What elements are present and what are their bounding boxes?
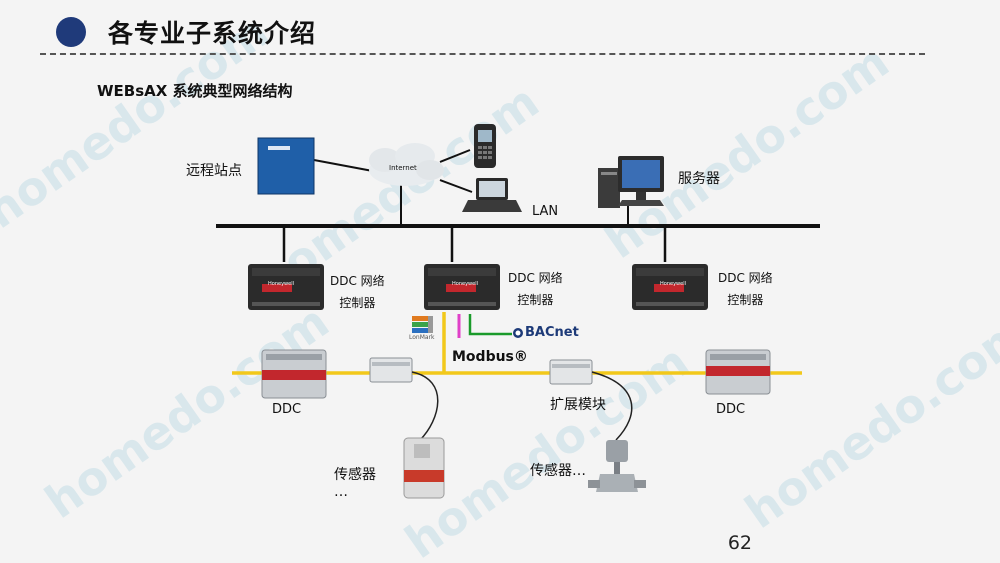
lan-label: LAN xyxy=(532,204,559,219)
brand-center: Honeywell xyxy=(452,281,478,287)
brand-left: Honeywell xyxy=(268,281,294,287)
sensor-right-label: 传感器… xyxy=(530,463,586,479)
ddc-controller-right-icon xyxy=(632,264,708,310)
ddc-controller-left-label: DDC 网络 控制器 xyxy=(330,274,385,310)
expansion-module-left-icon xyxy=(369,357,413,383)
internet-to-phone-line xyxy=(439,149,471,163)
ddc-left-label: DDC xyxy=(272,402,302,417)
lonmark-logo xyxy=(412,316,433,333)
ddc-controller-center-icon xyxy=(424,264,500,310)
ddc-field-left-icon xyxy=(261,349,327,399)
bacnet-logo-icon xyxy=(513,328,523,338)
expansion-module-right-icon xyxy=(549,359,593,385)
server-label: 服务器 xyxy=(678,171,720,187)
actuator-sensor-icon xyxy=(403,437,445,499)
diagram-subtitle: WEBsAX 系统典型网络结构 xyxy=(97,82,293,100)
server-workstation-icon xyxy=(598,156,664,208)
sensor-left-ellipsis: … xyxy=(334,484,348,500)
ddc-field-right-icon xyxy=(705,349,771,395)
bacnet-label: BACnet xyxy=(525,325,579,340)
internet-label: Internet xyxy=(389,164,417,172)
page-number: 62 xyxy=(727,532,752,554)
internet-cloud-icon xyxy=(369,143,444,186)
svg-text:homedo.com: homedo.com xyxy=(595,34,898,269)
sensor-left-label: 传感器 xyxy=(334,467,376,483)
title-bullet xyxy=(56,17,86,47)
valve-sensor-icon xyxy=(588,440,646,492)
remote-site-icon xyxy=(257,137,315,195)
internet-to-laptop-line xyxy=(439,179,473,193)
sensor-wire-right xyxy=(591,371,633,441)
remote-site-label: 远程站点 xyxy=(186,163,242,179)
mobile-phone-icon xyxy=(474,124,496,168)
ddc-right-label: DDC xyxy=(716,402,746,417)
sensor-wire-left xyxy=(411,371,439,441)
bacnet-line xyxy=(468,314,512,336)
remote-to-internet-line xyxy=(313,159,379,173)
page-title: 各专业子系统介绍 xyxy=(108,19,317,48)
ddc-controller-left-icon xyxy=(248,264,324,310)
brand-right: Honeywell xyxy=(660,281,686,287)
title-divider xyxy=(40,53,925,55)
ddc-controller-center-label: DDC 网络 控制器 xyxy=(508,271,563,307)
modbus-label: Modbus® xyxy=(452,349,528,365)
lonmark-label: LonMark xyxy=(409,334,435,341)
laptop-icon xyxy=(462,178,522,212)
expansion-module-label: 扩展模块 xyxy=(550,397,606,413)
ddc-controller-right-label: DDC 网络 控制器 xyxy=(718,271,773,307)
svg-text:homedo.com: homedo.com xyxy=(735,304,1000,539)
